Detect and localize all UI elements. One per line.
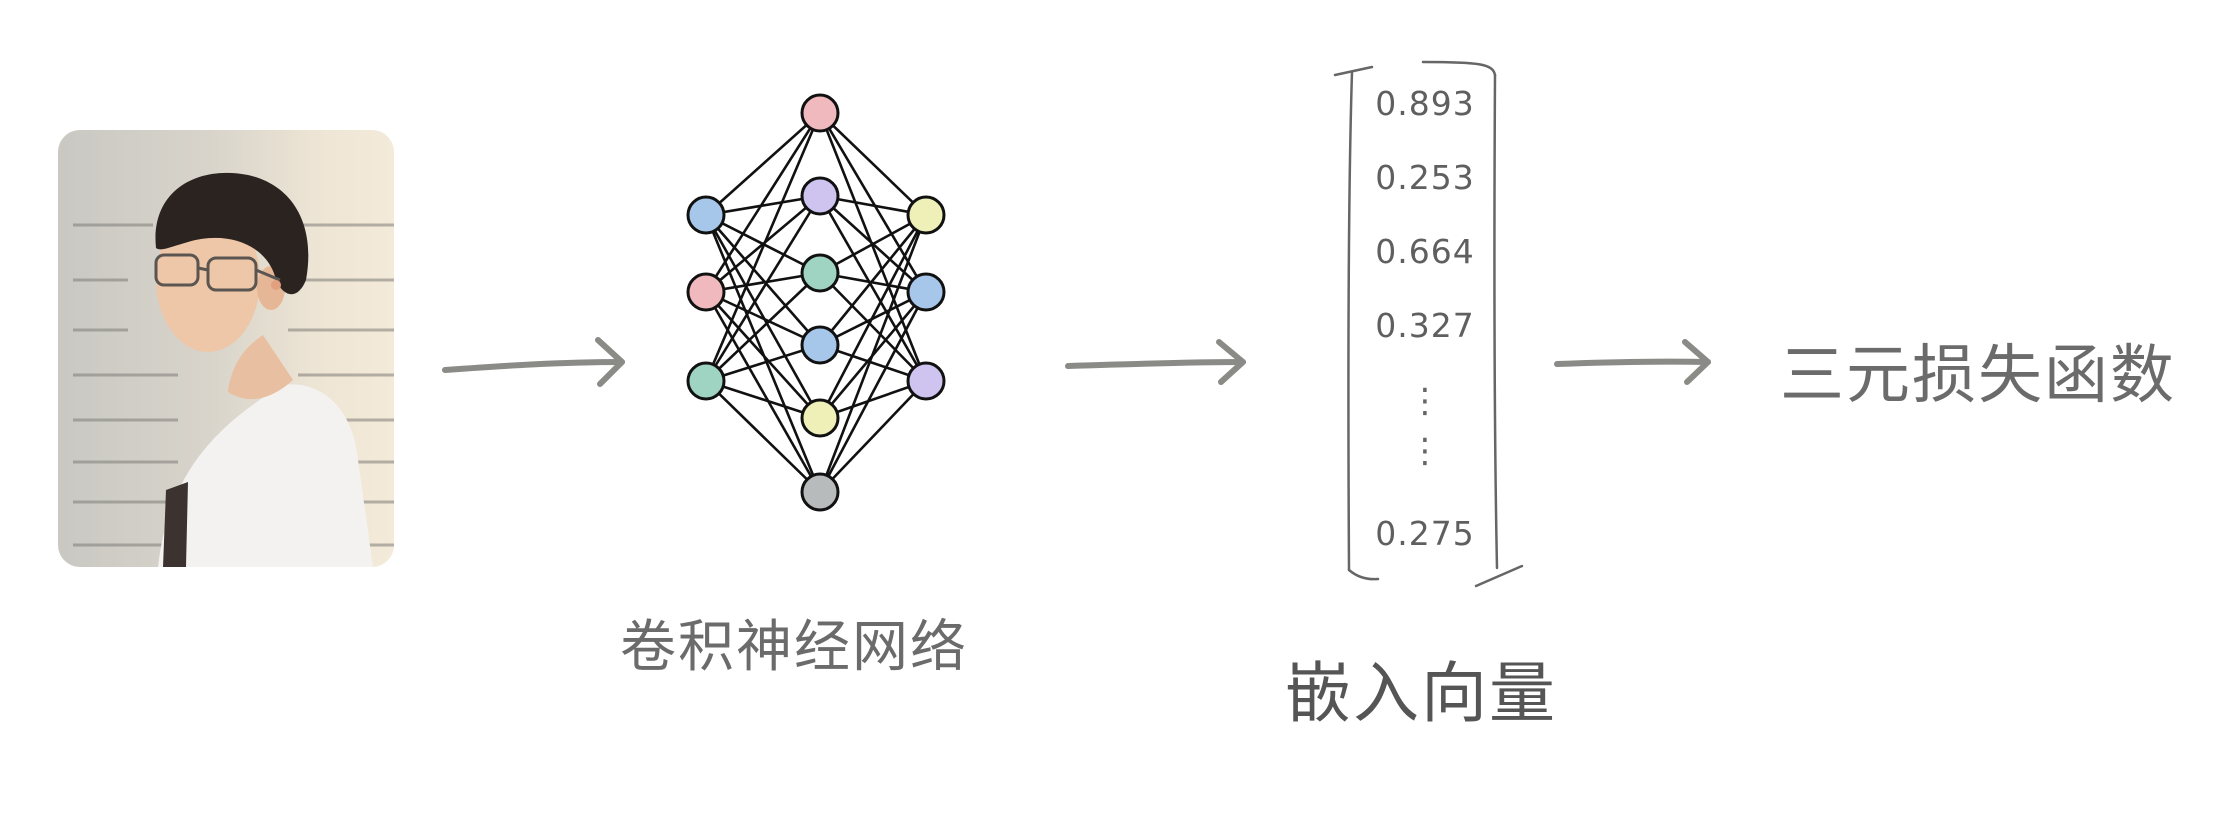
network-edge-0-0-4 [704, 214, 822, 419]
network-edge-1-1-2 [818, 195, 928, 382]
network-edge-1-5-2 [819, 380, 927, 493]
arrow-embedding-to-loss [1554, 339, 1711, 385]
network-edge-1-3-0 [818, 214, 928, 346]
embedding-vector-label: 嵌入向量 [1285, 655, 1557, 732]
network-edge-0-0-3 [705, 214, 821, 346]
network-edge-1-5-0 [818, 214, 928, 493]
portrait-illustration [73, 172, 394, 567]
network-edge-0-1-0 [704, 112, 822, 293]
embedding-value-4: 0.327 [1375, 306, 1475, 345]
network-node-layer1-2 [800, 253, 840, 293]
embedding-value-1: 0.893 [1375, 84, 1475, 123]
embedding-ellipsis-lower: ⋮ [1408, 431, 1442, 471]
network-edge-0-2-0 [704, 112, 822, 382]
network-node-layer2-0 [906, 195, 946, 235]
arrow-cnn-to-embedding [1065, 339, 1246, 385]
network-node-layer2-1 [906, 272, 946, 312]
triplet-loss-label: 三元损失函数 [1780, 339, 2176, 413]
portrait-photo [58, 130, 394, 567]
network-edge-0-0-0 [705, 112, 821, 216]
embedding-value-3: 0.664 [1375, 232, 1475, 271]
network-edge-0-2-1 [704, 195, 822, 382]
network-edge-0-2-2 [705, 272, 821, 382]
embedding-ellipsis: ⋮ [1408, 381, 1442, 421]
network-edge-0-1-3 [705, 290, 821, 347]
network-edge-1-2-0 [819, 213, 927, 275]
network-nodes [686, 93, 946, 512]
embedding-bracket-right [1421, 60, 1524, 588]
embedding-value-last: 0.275 [1375, 514, 1475, 553]
embedding-bracket-left [1333, 65, 1380, 581]
network-node-layer1-0 [800, 93, 840, 133]
network-node-layer1-4 [800, 398, 840, 438]
network-node-layer2-2 [906, 361, 946, 401]
network-edge-1-5-1 [818, 291, 928, 493]
network-node-layer1-1 [800, 176, 840, 216]
network-node-layer1-3 [800, 325, 840, 365]
network-edge-0-2-4 [705, 379, 821, 420]
network-node-layer0-0 [686, 195, 726, 235]
network-edge-0-2-5 [705, 380, 821, 493]
network-node-layer0-2 [686, 361, 726, 401]
network-edge-0-1-4 [705, 291, 821, 419]
network-edge-1-4-0 [818, 214, 928, 419]
embedding-value-2: 0.253 [1375, 158, 1475, 197]
network-edge-1-0-2 [818, 112, 928, 382]
cnn-label: 卷积神经网络 [620, 615, 968, 680]
network-edge-0-1-5 [704, 291, 822, 493]
network-edge-1-2-2 [819, 272, 927, 382]
network-node-layer1-5 [800, 472, 840, 512]
arrow-photo-to-cnn [442, 337, 625, 387]
network-edge-1-0-0 [819, 112, 927, 216]
network-node-layer0-1 [686, 272, 726, 312]
network-edge-0-2-3 [705, 343, 821, 383]
